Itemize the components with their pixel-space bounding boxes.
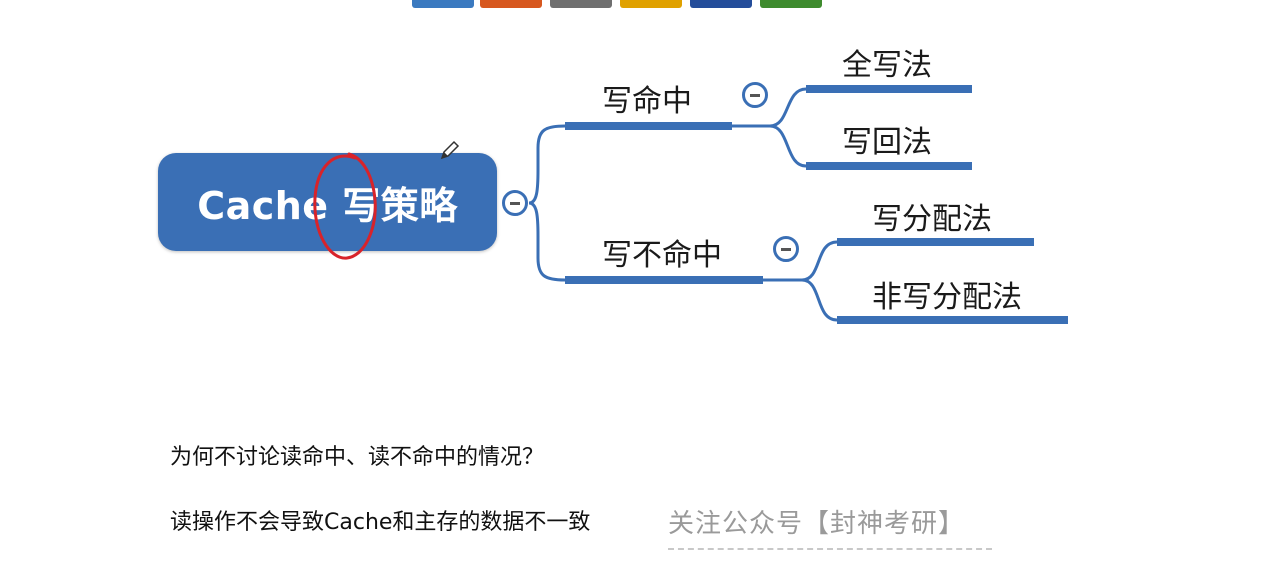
connector-root-hit [528,124,566,205]
root-label: Cache 写策略 [197,183,458,228]
connector-miss-bottom [801,278,838,322]
swatch-green[interactable] [760,0,822,8]
connector-hit-top [769,87,807,128]
leaf-write-allocate[interactable]: 写分配法 [872,202,992,237]
swatch-gold[interactable] [620,0,682,8]
root-node[interactable]: Cache 写策略 [158,153,497,251]
connector-hit-bottom [769,124,807,168]
collapse-write-miss-button[interactable] [773,236,799,262]
swatch-gray[interactable] [550,0,612,8]
color-toolbar [412,0,824,8]
collapse-root-button[interactable] [502,190,528,216]
branch-write-miss[interactable]: 写不命中 [602,238,722,273]
watermark-divider [668,548,992,550]
swatch-orange[interactable] [480,0,542,8]
red-circle-annotation [313,152,377,260]
connector-miss-top [801,240,838,282]
swatch-navy[interactable] [690,0,752,8]
question-text: 为何不讨论读命中、读不命中的情况？ [170,445,545,470]
leaf-no-write-allocate[interactable]: 非写分配法 [872,280,1022,315]
answer-text: 读操作不会导致Cache和主存的数据不一致 [170,510,591,535]
swatch-blue[interactable] [412,0,474,8]
branch-write-hit[interactable]: 写命中 [602,84,692,119]
connector-root-miss [528,201,566,282]
pencil-cursor-icon [440,140,460,160]
leaf-write-back[interactable]: 写回法 [842,125,932,160]
leaf-write-through[interactable]: 全写法 [842,48,932,83]
watermark-text: 关注公众号【封神考研】 [668,509,966,539]
collapse-write-hit-button[interactable] [742,82,768,108]
